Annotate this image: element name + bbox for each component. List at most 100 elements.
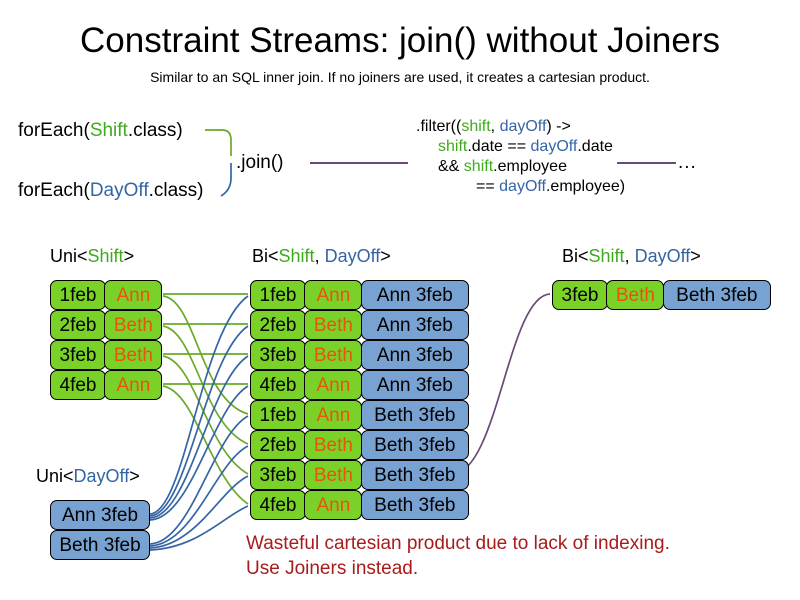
- result-date: 3feb: [552, 280, 608, 310]
- cartesian-row[interactable]: 4feb Ann Beth 3feb: [250, 490, 469, 520]
- code-foreach-dayoff: forEach(DayOff.class): [18, 179, 204, 202]
- caption-bi-middle: Bi<Shift, DayOff>: [252, 245, 391, 267]
- link-dayoff-0-row-2: [149, 355, 249, 519]
- cartesian-row[interactable]: 3feb Beth Beth 3feb: [250, 460, 469, 490]
- link-dayoff-1-row-4: [149, 415, 249, 545]
- code-filter-block: .filter((shift, dayOff) -> shift.date ==…: [416, 117, 625, 197]
- caption-bi-right: Bi<Shift, DayOff>: [562, 245, 701, 267]
- cartesian-date: 1feb: [250, 400, 306, 430]
- shift-card[interactable]: 4feb Ann: [50, 370, 163, 400]
- code-filter-l1-prefix: .filter((: [416, 118, 462, 135]
- caption-bi-middle-type1: Shift: [278, 246, 315, 266]
- warning-text: Wasteful cartesian product due to lack o…: [246, 531, 670, 581]
- cartesian-employee: Beth: [304, 310, 363, 340]
- link-shift-1-row-5: [162, 325, 249, 445]
- result-dayoff: Beth 3feb: [662, 280, 771, 310]
- cartesian-employee: Beth: [304, 430, 363, 460]
- code-foreach-dayoff-suffix: .class): [148, 180, 204, 201]
- cartesian-date: 4feb: [250, 490, 306, 520]
- link-dayoff-0-row-0: [149, 295, 249, 515]
- code-filter-l1-shift: shift: [461, 118, 491, 135]
- caption-bi-right-comma: ,: [624, 246, 635, 266]
- cartesian-row[interactable]: 4feb Ann Ann 3feb: [250, 370, 469, 400]
- dayoff-card[interactable]: Ann 3feb: [50, 500, 150, 530]
- caption-bi-middle-suffix: >: [380, 246, 391, 266]
- cartesian-employee: Ann: [304, 400, 363, 430]
- shift-date: 4feb: [50, 370, 106, 400]
- result-employee: Beth: [606, 280, 665, 310]
- link-dayoff-1-row-5: [149, 445, 249, 547]
- code-filter-l4-prefix: ==: [476, 178, 500, 195]
- code-foreach-shift-type: Shift: [89, 120, 128, 141]
- shift-card[interactable]: 3feb Beth: [50, 340, 163, 370]
- cartesian-date: 3feb: [250, 460, 306, 490]
- code-filter-line-3: && shift.employee: [438, 157, 613, 177]
- cartesian-dayoff: Beth 3feb: [360, 490, 469, 520]
- link-shift-3-row-7: [162, 385, 249, 505]
- shift-card[interactable]: 2feb Beth: [50, 310, 163, 340]
- cartesian-date: 4feb: [250, 370, 306, 400]
- code-filter-l3-prefix: &&: [438, 158, 464, 175]
- cartesian-date: 2feb: [250, 430, 306, 460]
- code-filter-l4-dayoff: dayOff: [499, 178, 546, 195]
- cartesian-row[interactable]: 3feb Beth Ann 3feb: [250, 340, 469, 370]
- caption-uni-dayoff-suffix: >: [129, 466, 140, 486]
- caption-bi-middle-type2: DayOff: [324, 246, 381, 266]
- caption-bi-right-type1: Shift: [588, 246, 625, 266]
- warning-line-2: Use Joiners instead.: [246, 558, 419, 579]
- caption-bi-middle-comma: ,: [314, 246, 325, 266]
- result-row[interactable]: 3feb Beth Beth 3feb: [552, 280, 771, 310]
- link-dayoff-1-row-7: [149, 505, 249, 551]
- link-dayoff-to-join: [220, 163, 232, 197]
- caption-uni-shift-suffix: >: [123, 246, 135, 266]
- cartesian-row[interactable]: 2feb Beth Beth 3feb: [250, 430, 469, 460]
- code-filter-l4-end: .employee): [545, 178, 626, 195]
- code-foreach-shift-prefix: forEach(: [18, 120, 90, 141]
- dayoff-card[interactable]: Beth 3feb: [50, 530, 150, 560]
- shift-card[interactable]: 1feb Ann: [50, 280, 163, 310]
- pipeline-ellipsis: ...: [678, 152, 697, 173]
- page-title: Constraint Streams: join() without Joine…: [80, 21, 720, 60]
- shift-employee: Beth: [104, 310, 163, 340]
- cartesian-dayoff: Ann 3feb: [360, 310, 469, 340]
- cartesian-employee: Beth: [304, 460, 363, 490]
- cartesian-date: 2feb: [250, 310, 306, 340]
- caption-uni-dayoff-type: DayOff: [73, 466, 130, 486]
- shift-employee: Ann: [104, 370, 163, 400]
- link-dayoff-0-row-1: [149, 325, 249, 517]
- code-foreach-dayoff-type: DayOff: [89, 180, 149, 201]
- caption-bi-right-suffix: >: [690, 246, 701, 266]
- link-shift-to-join: [205, 129, 232, 156]
- code-filter-line-1: .filter((shift, dayOff) ->: [416, 117, 591, 137]
- code-foreach-shift: forEach(Shift.class): [18, 119, 183, 142]
- link-dayoff-1-row-6: [149, 475, 249, 549]
- cartesian-employee: Ann: [304, 370, 363, 400]
- code-filter-line-2: shift.date == dayOff.date: [438, 137, 613, 157]
- caption-uni-shift-type: Shift: [87, 246, 124, 266]
- caption-uni-dayoff-prefix: Uni<: [36, 466, 74, 486]
- dayoff-label: Ann 3feb: [50, 500, 150, 530]
- cartesian-date: 3feb: [250, 340, 306, 370]
- code-join-label: .join(): [236, 152, 284, 173]
- cartesian-row[interactable]: 1feb Ann Beth 3feb: [250, 400, 469, 430]
- caption-bi-right-prefix: Bi<: [562, 246, 589, 266]
- code-filter-l1-suffix: ) ->: [546, 118, 571, 135]
- code-filter-l3-end: .employee: [493, 158, 567, 175]
- caption-uni-dayoff: Uni<DayOff>: [36, 465, 140, 487]
- warning-line-1: Wasteful cartesian product due to lack o…: [246, 533, 670, 554]
- cartesian-row[interactable]: 2feb Beth Ann 3feb: [250, 310, 469, 340]
- page-subtitle: Similar to an SQL inner join. If no join…: [150, 69, 650, 85]
- caption-bi-right-type2: DayOff: [634, 246, 691, 266]
- cartesian-employee: Beth: [304, 340, 363, 370]
- cartesian-dayoff: Beth 3feb: [360, 430, 469, 460]
- caption-bi-middle-prefix: Bi<: [252, 246, 279, 266]
- code-foreach-shift-suffix: .class): [127, 120, 183, 141]
- cartesian-dayoff: Ann 3feb: [360, 280, 469, 310]
- link-shift-2-row-6: [162, 355, 249, 475]
- caption-uni-shift-prefix: Uni<: [50, 246, 88, 266]
- shift-date: 1feb: [50, 280, 106, 310]
- dayoff-label: Beth 3feb: [50, 530, 150, 560]
- caption-uni-shift: Uni<Shift>: [50, 245, 134, 267]
- cartesian-row[interactable]: 1feb Ann Ann 3feb: [250, 280, 469, 310]
- link-dayoff-0-row-3: [149, 385, 249, 521]
